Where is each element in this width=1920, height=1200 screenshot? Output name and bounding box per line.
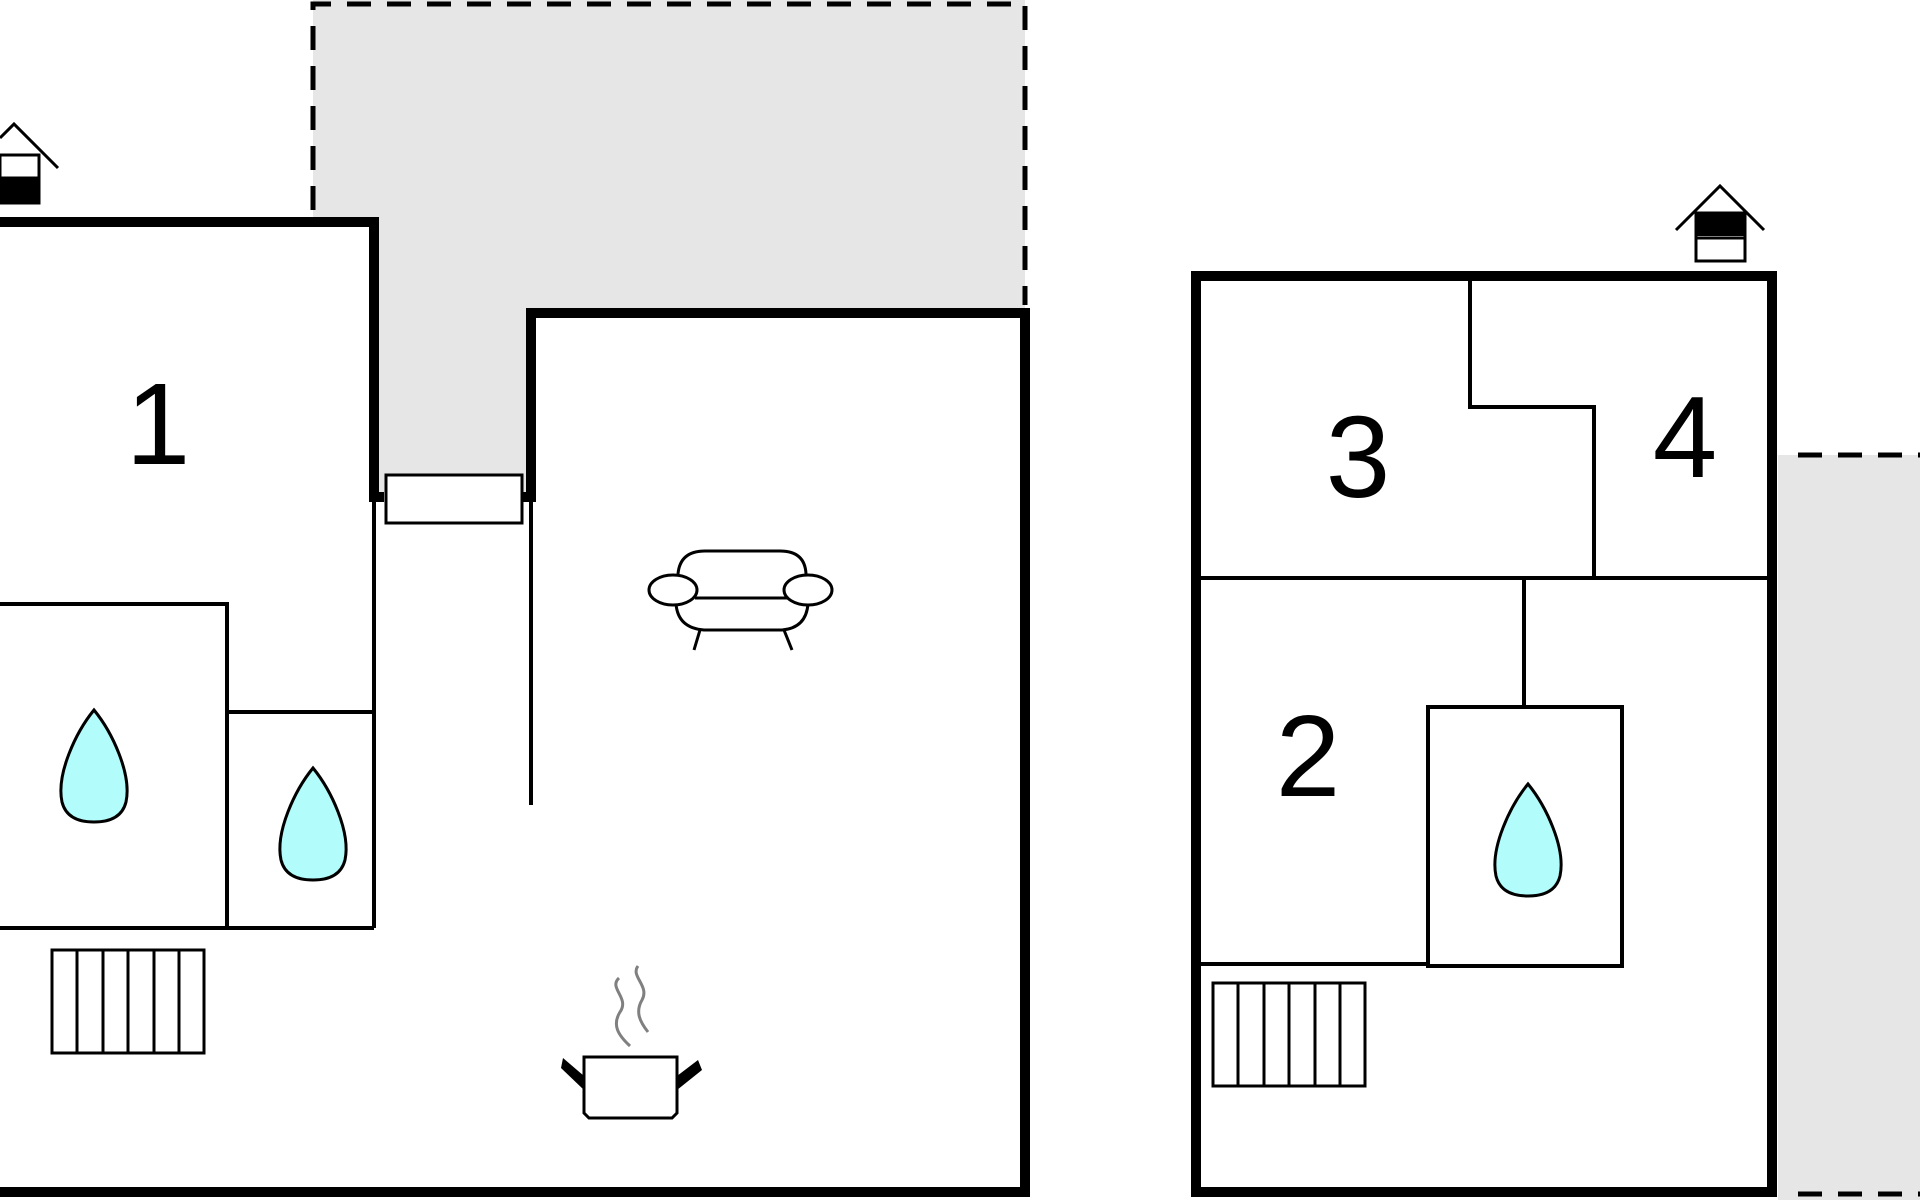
right-house	[1191, 271, 1777, 1197]
room-number-1: 1	[126, 359, 191, 489]
left-house	[0, 217, 1030, 1197]
room-number-3: 3	[1326, 392, 1391, 522]
room-number-2: 2	[1276, 691, 1341, 821]
entrance-house-icon	[0, 121, 60, 205]
room-number-4: 4	[1653, 372, 1718, 502]
terrace-top	[310, 0, 1028, 502]
radiator-icon	[50, 948, 206, 1055]
water-drop-icon	[278, 765, 348, 882]
cooking-pot-icon	[561, 965, 702, 1120]
radiator-icon	[1211, 981, 1367, 1088]
water-drop-icon	[1493, 781, 1563, 898]
sofa-icon	[647, 549, 834, 651]
terrace-right	[1778, 452, 1920, 1200]
entrance-house-icon	[1674, 183, 1766, 263]
window	[384, 473, 524, 525]
water-drop-icon	[59, 707, 129, 824]
